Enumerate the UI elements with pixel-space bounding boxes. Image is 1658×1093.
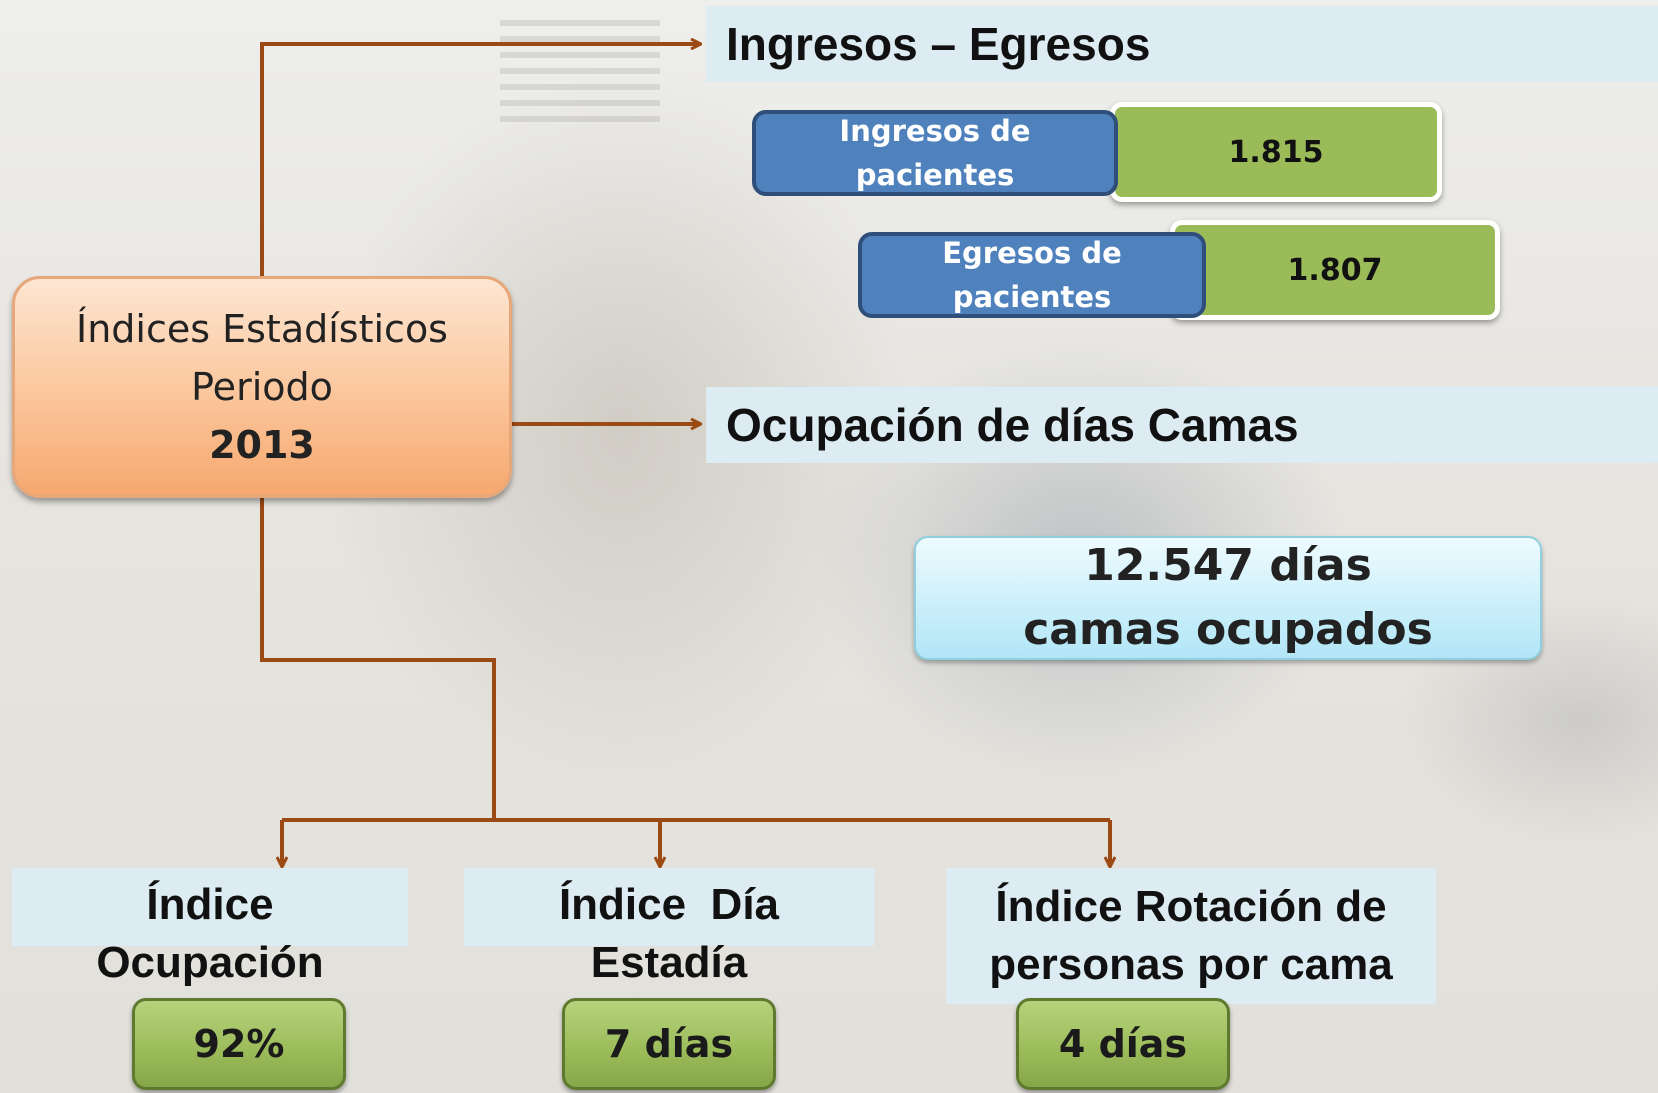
central-node: Índices Estadísticos Periodo 2013	[12, 276, 512, 498]
connector-to-ingresos-egresos	[260, 44, 700, 276]
ingresos-label-text: Ingresos de pacientes	[839, 114, 1031, 192]
section-ingresos-egresos-header: Ingresos – Egresos	[706, 6, 1658, 82]
central-year: 2013	[209, 423, 315, 467]
central-title: Índices Estadísticos	[76, 307, 448, 351]
central-period-label: Periodo	[191, 365, 333, 409]
index-ocupacion-title-text: Índice Ocupación	[96, 880, 324, 987]
index-estadia-title: Índice Día Estadía	[464, 868, 874, 987]
egresos-value: 1.807	[1170, 220, 1500, 320]
section-ocupacion-header: Ocupación de días Camas	[706, 387, 1658, 463]
egresos-label-text: Egresos de pacientes	[942, 236, 1122, 314]
connector-trunk-down	[260, 498, 496, 820]
index-ocupacion-title: Índice Ocupación	[12, 868, 408, 987]
ingresos-value: 1.815	[1110, 102, 1442, 202]
dias-camas-text: 12.547 días camas ocupados	[1023, 540, 1433, 655]
index-ocupacion-value: 92%	[132, 998, 346, 1090]
index-rotacion-title: Índice Rotación de personas por cama	[946, 868, 1436, 1004]
ingresos-label: Ingresos de pacientes	[752, 110, 1118, 196]
index-rotacion-title-text: Índice Rotación de personas por cama	[989, 882, 1393, 989]
index-estadia-title-text: Índice Día Estadía	[558, 880, 792, 987]
index-rotacion-value: 4 días	[1016, 998, 1230, 1090]
index-estadia-value: 7 días	[562, 998, 776, 1090]
egresos-label: Egresos de pacientes	[858, 232, 1206, 318]
dias-camas-box: 12.547 días camas ocupados	[914, 536, 1542, 660]
